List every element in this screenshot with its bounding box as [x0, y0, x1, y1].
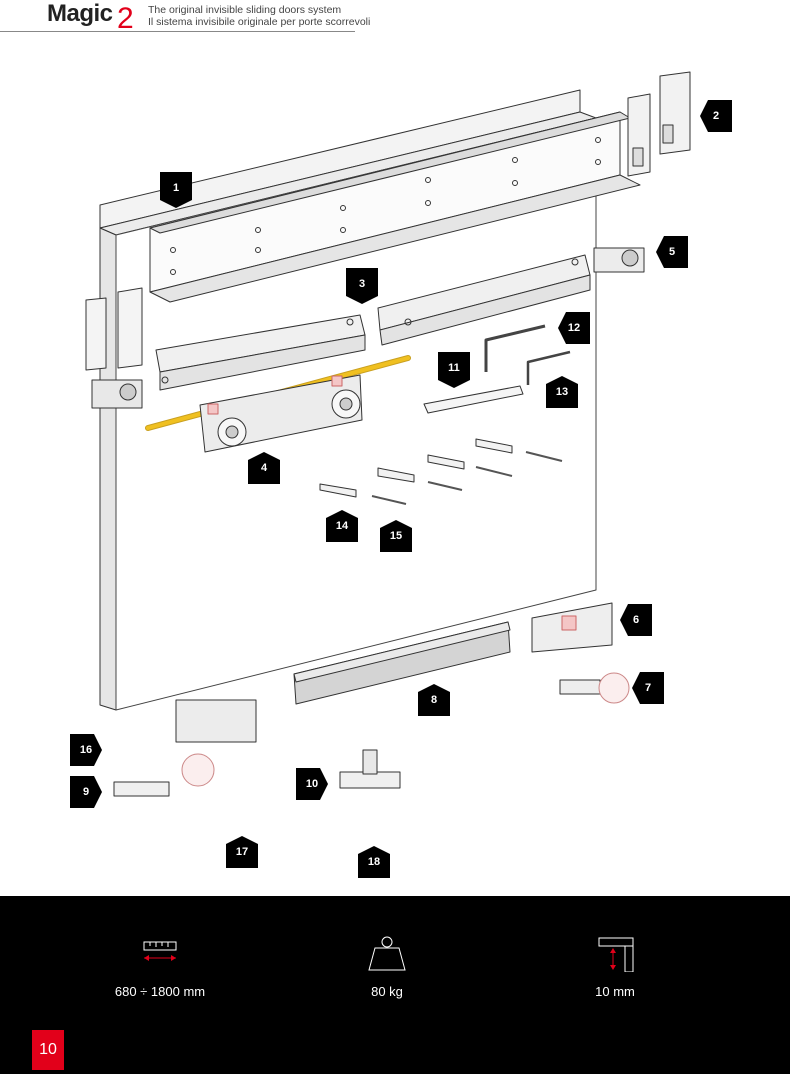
callout-number: 18	[367, 856, 381, 868]
callout-10: 10	[296, 768, 328, 800]
callout-number: 1	[172, 182, 180, 194]
right-bracket	[593, 247, 645, 273]
callout-17: 17	[226, 836, 258, 868]
brand-logo: Magic	[47, 0, 113, 28]
callout-6: 6	[620, 604, 652, 636]
callout-number: 17	[235, 846, 249, 858]
callout-16: 16	[70, 734, 102, 766]
callout-13: 13	[546, 376, 578, 408]
callout-number: 9	[82, 786, 90, 798]
floor-plate	[113, 781, 170, 797]
callout-number: 12	[567, 322, 581, 334]
exploded-diagram	[85, 71, 691, 797]
callout-number: 3	[358, 278, 366, 290]
callout-number: 8	[430, 694, 438, 706]
callout-number: 6	[632, 614, 640, 626]
left-end-cap	[85, 287, 143, 409]
spec-length: 680 ÷ 1800 mm	[60, 936, 260, 999]
floor-guide-block	[175, 699, 257, 743]
callout-5: 5	[656, 236, 688, 268]
spec-thickness-label: 10 mm	[595, 984, 635, 999]
hex-key-large	[484, 324, 546, 372]
callout-number: 11	[448, 362, 460, 374]
soft-close-right	[377, 254, 591, 346]
callout-number: 4	[260, 462, 268, 474]
spec-thickness: 10 mm	[515, 936, 715, 999]
screws	[371, 451, 563, 505]
tagline-english: The original invisible sliding doors sys…	[148, 4, 342, 16]
logo-text: Magic	[47, 0, 113, 27]
callout-7: 7	[632, 672, 664, 704]
floor-guide-roller	[181, 753, 215, 787]
callout-3: 3	[346, 268, 378, 304]
spec-weight: 80 kg	[287, 936, 487, 999]
callout-12: 12	[558, 312, 590, 344]
callout-18: 18	[358, 846, 390, 878]
callout-1: 1	[160, 172, 192, 208]
callout-4: 4	[248, 452, 280, 484]
thickness-icon	[598, 937, 634, 973]
callout-number: 10	[305, 778, 319, 790]
callout-8: 8	[418, 684, 450, 716]
callout-number: 14	[335, 520, 349, 532]
wall-plugs	[319, 438, 513, 498]
callout-number: 15	[389, 530, 403, 542]
brush-strip	[293, 621, 511, 705]
soft-close-left	[155, 314, 366, 391]
bottom-guide	[531, 602, 613, 653]
callout-number: 7	[644, 682, 652, 694]
floor-roller	[559, 672, 630, 704]
callout-14: 14	[326, 510, 358, 542]
callout-2: 2	[700, 100, 732, 132]
tagline-italian: Il sistema invisibile originale per port…	[148, 16, 371, 28]
page-number: 10	[32, 1030, 64, 1070]
callout-11: 11	[438, 352, 470, 388]
end-brackets	[627, 71, 691, 177]
callout-number: 5	[668, 246, 676, 258]
logo-number: 2	[117, 2, 134, 35]
spec-length-label: 680 ÷ 1800 mm	[114, 984, 206, 999]
callout-15: 15	[380, 520, 412, 552]
wrench	[423, 385, 524, 414]
ruler-icon	[143, 941, 177, 961]
callout-9: 9	[70, 776, 102, 808]
top-rail	[149, 111, 641, 303]
callout-number: 13	[555, 386, 569, 398]
page-header: Magic 2 The original invisible sliding d…	[0, 0, 790, 35]
carriage	[199, 374, 363, 453]
header-rule	[0, 31, 355, 32]
callout-number: 2	[712, 110, 720, 122]
weight-icon	[368, 936, 406, 971]
floor-pin	[362, 749, 378, 775]
spec-weight-label: 80 kg	[371, 984, 403, 999]
callout-number: 16	[79, 744, 93, 756]
spec-footer: 680 ÷ 1800 mm 80 kg 10 mm 10	[0, 896, 790, 1074]
hex-key-small	[526, 350, 571, 385]
